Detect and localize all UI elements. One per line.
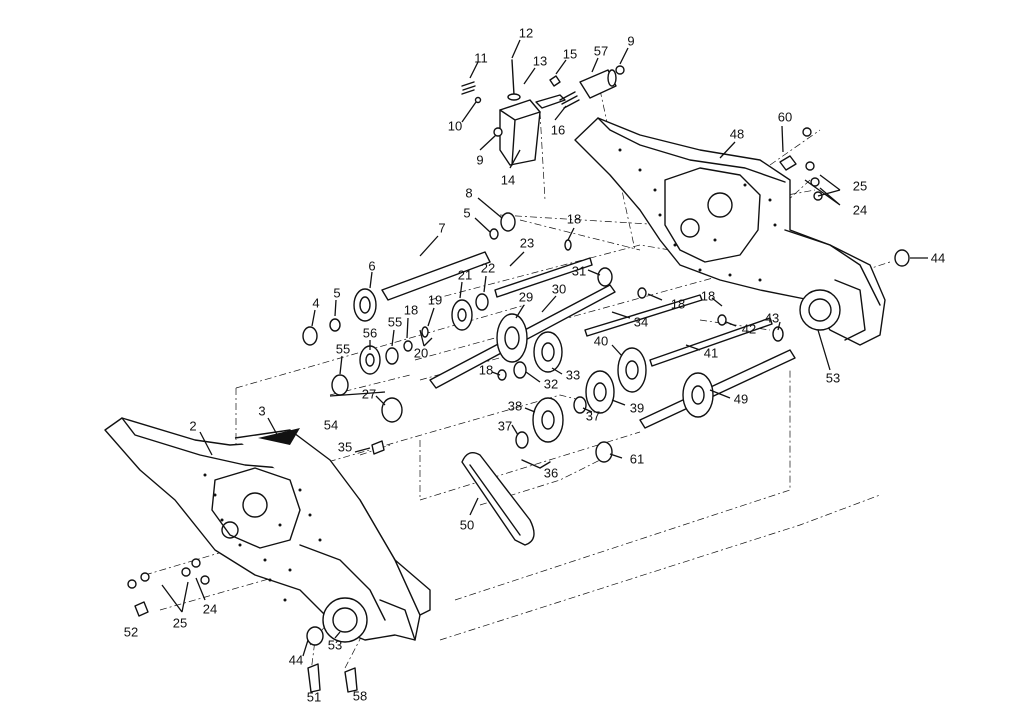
case-rivets xyxy=(618,148,777,282)
callout-39: 39 xyxy=(629,400,645,416)
callout-24: 24 xyxy=(852,202,868,218)
callout-48: 48 xyxy=(729,126,745,142)
callout-54: 54 xyxy=(323,417,339,433)
callout-55: 55 xyxy=(387,314,403,330)
gear-6 xyxy=(353,288,377,322)
left-chain-case xyxy=(104,417,431,643)
callout-7: 7 xyxy=(438,220,446,236)
callout-29: 29 xyxy=(518,289,534,305)
sprocket-49 xyxy=(682,372,714,418)
gear-56 xyxy=(359,345,381,375)
key-36 xyxy=(521,459,551,469)
shaft-34 xyxy=(584,294,703,337)
shaft-41 xyxy=(649,317,773,367)
callout-24: 24 xyxy=(202,601,218,617)
callout-2: 2 xyxy=(189,418,197,434)
callout-15: 15 xyxy=(562,46,578,62)
callout-32: 32 xyxy=(543,376,559,392)
callout-40: 40 xyxy=(593,333,609,349)
case-rivets-left xyxy=(203,473,322,602)
callout-51: 51 xyxy=(306,689,322,705)
callout-18: 18 xyxy=(566,211,582,227)
callout-37: 37 xyxy=(585,408,601,424)
callout-61: 61 xyxy=(629,451,645,467)
sprocket-33 xyxy=(533,331,563,373)
sprocket-38 xyxy=(532,397,564,443)
callout-8: 8 xyxy=(465,185,473,201)
callout-3: 3 xyxy=(258,403,266,419)
sprocket-39 xyxy=(585,370,615,414)
callout-10: 10 xyxy=(447,118,463,134)
callout-14: 14 xyxy=(500,172,516,188)
callout-58: 58 xyxy=(352,688,368,704)
callout-25: 25 xyxy=(172,615,188,631)
callout-12: 12 xyxy=(518,25,534,41)
callout-18: 18 xyxy=(478,362,494,378)
callout-4: 4 xyxy=(312,295,320,311)
callout-20: 20 xyxy=(413,345,429,361)
shaft-49 xyxy=(639,349,796,429)
sprocket-40 xyxy=(617,347,647,393)
callout-11: 11 xyxy=(474,50,488,66)
callout-5: 5 xyxy=(463,205,471,221)
callout-57: 57 xyxy=(593,43,609,59)
callout-43: 43 xyxy=(764,310,780,326)
right-chain-case xyxy=(574,117,886,346)
callout-6: 6 xyxy=(368,258,376,274)
callout-37: 37 xyxy=(497,418,513,434)
callout-44: 44 xyxy=(288,652,304,668)
callout-13: 13 xyxy=(532,53,548,69)
callout-18: 18 xyxy=(403,302,419,318)
fasteners xyxy=(127,127,823,693)
callout-52: 52 xyxy=(123,624,139,640)
callout-60: 60 xyxy=(777,109,793,125)
callout-18: 18 xyxy=(670,296,686,312)
shaft-23 xyxy=(494,257,593,298)
callout-9: 9 xyxy=(627,33,635,49)
callout-53: 53 xyxy=(327,637,343,653)
callout-42: 42 xyxy=(741,321,757,337)
callout-49: 49 xyxy=(733,391,749,407)
callout-30: 30 xyxy=(551,281,567,297)
callout-55: 55 xyxy=(335,341,351,357)
shift-assembly xyxy=(461,59,625,166)
callout-50: 50 xyxy=(459,517,475,533)
case-label-decal xyxy=(258,428,300,445)
callout-33: 33 xyxy=(565,367,581,383)
callout-27: 27 xyxy=(361,386,377,402)
callout-44: 44 xyxy=(930,250,946,266)
leader-lines xyxy=(161,39,928,657)
callout-34: 34 xyxy=(633,314,649,330)
callout-53: 53 xyxy=(825,370,841,386)
gear-21 xyxy=(451,299,473,331)
callout-19: 19 xyxy=(427,292,443,308)
sprocket-29 xyxy=(496,313,528,363)
callout-9: 9 xyxy=(476,152,484,168)
callout-38: 38 xyxy=(507,398,523,414)
callout-56: 56 xyxy=(362,325,378,341)
callout-31: 31 xyxy=(571,263,587,279)
callout-41: 41 xyxy=(703,345,719,361)
callout-5: 5 xyxy=(333,285,341,301)
callout-35: 35 xyxy=(337,439,353,455)
callout-23: 23 xyxy=(519,235,535,251)
gears xyxy=(353,288,714,443)
shaft-7 xyxy=(381,251,491,301)
callout-16: 16 xyxy=(550,122,566,138)
callout-18: 18 xyxy=(700,288,716,304)
drive-chain xyxy=(461,452,535,546)
callout-22: 22 xyxy=(480,260,496,276)
callout-36: 36 xyxy=(543,465,559,481)
callout-25: 25 xyxy=(852,178,868,194)
hardware xyxy=(302,212,910,646)
callout-21: 21 xyxy=(457,267,473,283)
